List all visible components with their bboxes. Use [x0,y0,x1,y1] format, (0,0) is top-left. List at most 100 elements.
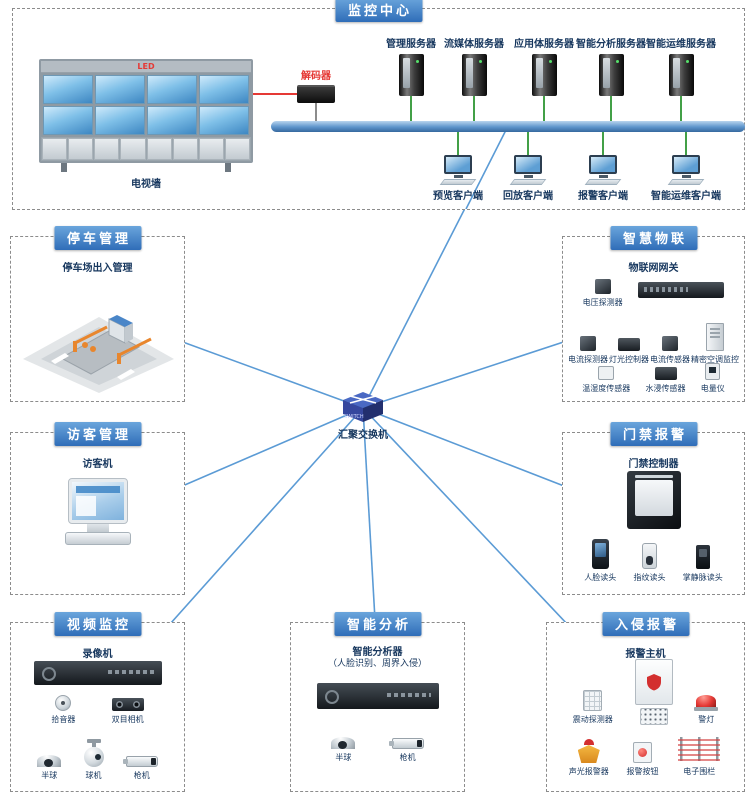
iot-panel: 智慧物联 物联网网关 电压探测器 电流探测器 灯光控制器 电流传感器 [562,226,745,402]
nvr-icon [33,661,162,685]
device: 精密空调监控 [691,323,739,365]
intrusion-row-2: 声光报警器 报警按钮 电子围栏 [551,735,740,777]
device-label: 报警按钮 [626,767,659,776]
client-node: 回放客户端 [503,155,553,202]
device-label: 温湿度传感器 [582,384,631,393]
device-label: 电子围栏 [683,767,716,776]
voltage-detector-icon [594,279,611,294]
dual-lens-camera-icon [111,698,144,711]
video-subtitle: 录像机 [82,649,113,660]
alarm-button-icon [633,742,652,763]
device: 球机 [83,739,104,781]
alarm-host-icon [634,659,673,725]
iot-gateway-icon [638,282,725,298]
ptz-camera-icon [83,739,104,767]
switch-icon: SWITCH [343,392,383,422]
video-row-2: 半球 球机 枪机 [15,739,180,781]
device: 掌静脉读头 [683,545,723,583]
client-pc-icon [439,155,477,185]
device-label: 枪机 [399,753,416,762]
dome-camera-icon [37,755,62,767]
client-label: 智能运维客户端 [651,191,721,202]
current-detector-icon [580,336,596,351]
light-controller-icon [618,338,640,351]
palm-vein-reader-icon [695,545,710,569]
device: 电压探测器 [583,279,623,308]
server-label: 智能分析服务器 [576,39,646,50]
electronic-fence-icon [678,737,721,761]
tv-wall-icon: LED [39,59,253,163]
monitoring-center-title: 监控中心 [334,0,423,22]
link-switch-iot [362,329,601,409]
device: 半球 [331,737,356,763]
device-label: 警灯 [698,715,715,724]
device: 水浸传感器 [646,367,686,394]
device: 半球 [37,755,62,781]
access-controller-icon [626,471,681,529]
device: 报警按钮 [627,742,659,777]
tv-wall-cabinet [41,137,251,161]
client-pc-icon [584,155,622,185]
device-label: 精密空调监控 [691,355,739,364]
device: 枪机 [122,756,158,781]
device-label: 拾音器 [51,715,76,724]
device: 震动探测器 [573,690,613,725]
tv-wall-legs [39,163,253,172]
switch-label: 汇聚交换机 [338,430,388,441]
device: 电流探测器 [568,336,608,365]
device-label: 电压探测器 [582,298,623,307]
device: 温湿度传感器 [582,366,630,394]
device: 声光报警器 [569,739,609,777]
dome-camera-icon [331,737,356,749]
device-label: 双目相机 [111,715,144,724]
visitor-title: 访客管理 [53,422,142,446]
device-label: 声光报警器 [568,767,609,776]
device: 灯光控制器 [609,338,649,365]
client-label: 报警客户端 [578,191,628,202]
led-label: LED [41,61,251,73]
device: 枪机 [388,738,424,763]
device-label: 电流传感器 [650,355,690,364]
current-sensor-icon [662,336,678,351]
link-switch-parking [149,329,364,409]
alarm-host-panel [634,659,673,705]
client-pc-icon [667,155,705,185]
iot-row-1: 电压探测器 [567,279,740,308]
power-meter-icon [705,363,721,380]
device-label: 人脸读头 [584,573,617,582]
analysis-row: 半球 枪机 [295,737,460,763]
bullet-camera-icon [122,756,158,767]
access-panel: 门禁报警 门禁控制器 人脸读头 指纹读头 掌静脉读头 [562,422,745,595]
intrusion-panel: 入侵报警 报警主机 震动探测器 警灯 [546,612,745,792]
monitoring-center-panel: 监控中心 LED 电视墙 解码器 [12,0,745,210]
monitoring-internal-links [253,93,687,209]
device: 拾音器 [51,695,75,725]
switch-device-text: SWITCH [344,414,364,420]
visitor-terminal-icon [64,478,131,545]
video-row-1: 拾音器 双目相机 [15,695,180,725]
server-icon [668,54,694,96]
parking-title: 停车管理 [53,226,142,250]
server-icon [398,54,424,96]
server-label: 应用体服务器 [514,39,574,50]
device: 电量仪 [701,363,725,394]
temp-humidity-sensor-icon [598,366,615,380]
server-node: 管理服务器 [386,35,436,96]
device: 双目相机 [111,698,144,725]
video-title: 视频监控 [53,612,142,636]
server-node: 流媒体服务器 [444,35,504,96]
iot-row-3: 温湿度传感器 水浸传感器 电量仪 [567,363,740,394]
device-label: 电流探测器 [568,355,608,364]
client-pc-icon [509,155,547,185]
device-label: 球机 [85,771,102,780]
tv-wall-label: 电视墙 [131,179,161,190]
device-label: 水浸传感器 [645,384,686,393]
server-node: 智能分析服务器 [576,35,646,96]
server-label: 流媒体服务器 [444,39,504,50]
client-label: 回放客户端 [503,191,553,202]
device: 人脸读头 [584,539,616,583]
vibration-detector-icon [583,690,603,711]
parking-illustration [23,315,174,393]
device: 电流传感器 [650,336,690,365]
client-label: 预览客户端 [433,191,483,202]
